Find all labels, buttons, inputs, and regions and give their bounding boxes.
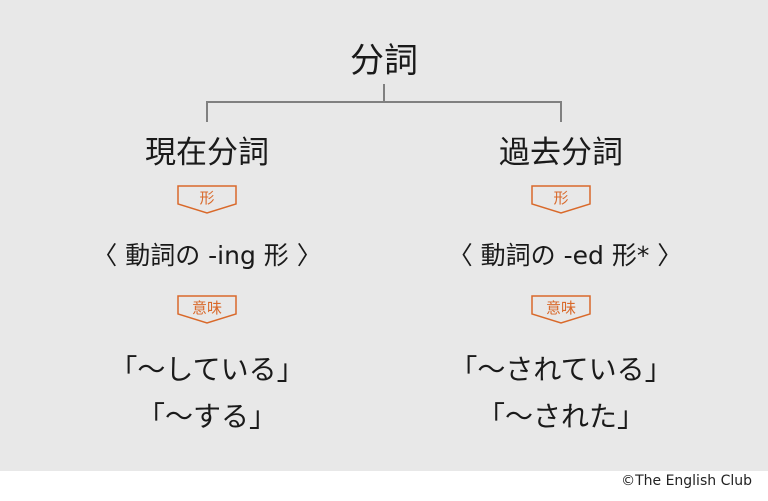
form-badge: 形 [177,185,237,215]
present-participle-heading: 現在分詞 [145,135,269,171]
form-badge-label: 形 [553,189,569,207]
copyright-credit: ©The English Club [621,473,752,489]
past-meaning-2: 「～された」 [476,400,646,433]
present-participle-form: 〈 動詞の -ing 形 〉 [92,241,322,270]
root-title: 分詞 [350,41,418,81]
past-participle-form: 〈 動詞の -ed 形* 〉 [447,241,683,270]
present-meaning-2: 「～する」 [136,400,278,433]
meaning-badge: 意味 [531,295,591,325]
tree-connector [206,84,562,122]
form-badge-label: 形 [199,189,215,207]
meaning-badge: 意味 [177,295,237,325]
meaning-badge-label: 意味 [191,299,222,317]
present-meaning-1: 「～している」 [109,353,305,386]
past-participle-heading: 過去分詞 [499,135,623,171]
meaning-badge-label: 意味 [545,299,576,317]
form-badge: 形 [531,185,591,215]
past-meaning-1: 「～されている」 [449,353,673,386]
diagram-panel [0,0,768,471]
